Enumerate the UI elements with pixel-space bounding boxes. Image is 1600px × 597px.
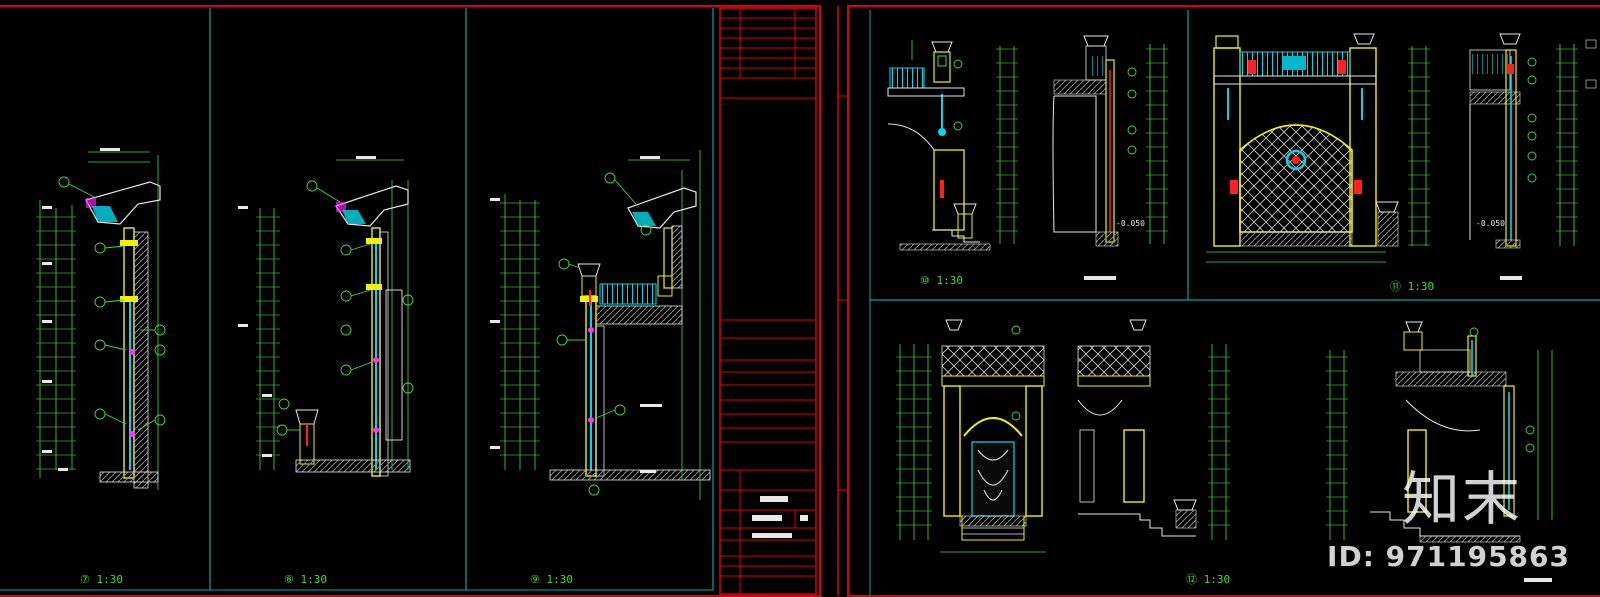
elevation-view-10: -0.050 ⑩ 1:30 [887, 35, 1168, 287]
sheet-right-frame [847, 5, 1600, 597]
section-view-7 [36, 148, 166, 490]
watermark-id: ID: 971195863 [1327, 540, 1570, 573]
watermark-brand: 知末 [1401, 465, 1522, 533]
section-view-8 [238, 156, 414, 477]
view-caption-7: ⑦ 1:30 [80, 573, 123, 586]
section-view-9 [490, 150, 711, 500]
view-caption-11: ⑪ 1:30 [1390, 280, 1434, 293]
sheet-left [0, 5, 821, 597]
view-caption-9: ⑨ 1:30 [530, 573, 573, 586]
title-block [719, 7, 817, 595]
sheet-left-frame [0, 5, 821, 597]
sheet-right: -0.050 ⑩ 1:30 [837, 5, 1600, 597]
view-caption-10: ⑩ 1:30 [920, 274, 963, 287]
level-label-minus-0050-a: -0.050 [1116, 219, 1145, 228]
elevation-view-11: -0.050 ⑪ 1:30 [1206, 33, 1578, 293]
level-label-minus-0050-b: -0.050 [1476, 219, 1505, 228]
view-caption-12: ⑫ 1:30 [1186, 573, 1230, 586]
elevation-view-12: ⑫ 1:30 [896, 319, 1553, 586]
view-caption-8: ⑧ 1:30 [284, 573, 327, 586]
